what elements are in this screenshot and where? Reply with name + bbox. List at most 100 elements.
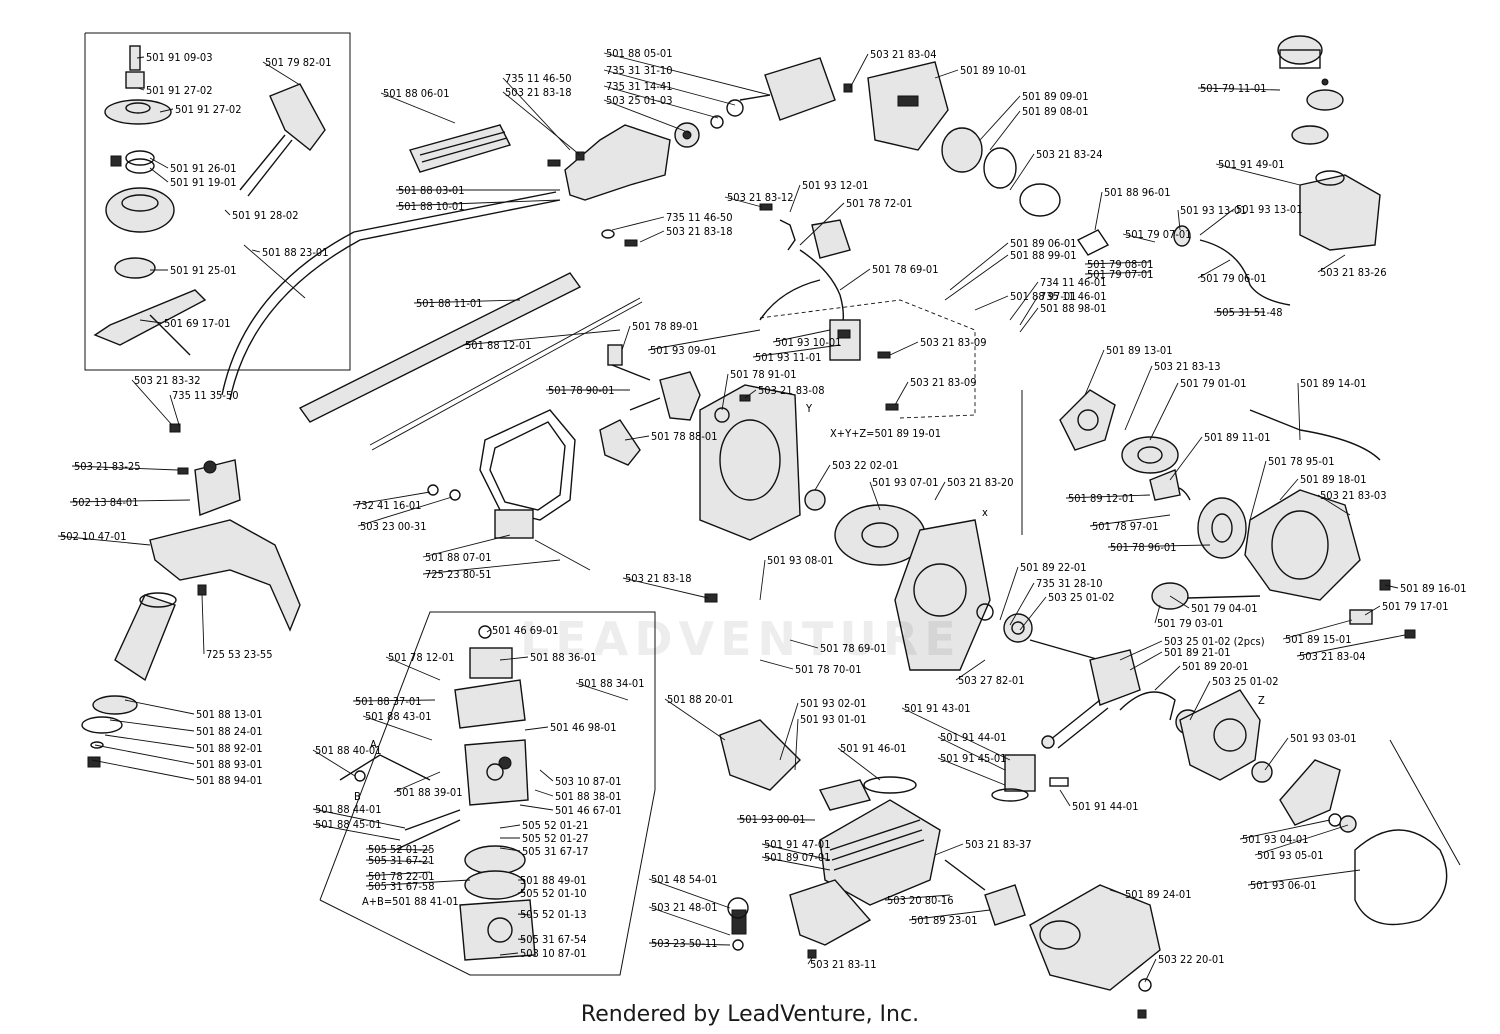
leader-line bbox=[136, 56, 145, 59]
part-label: 505 31 67-54 bbox=[520, 933, 587, 946]
part-label: 501 93 03-01 bbox=[1290, 732, 1357, 745]
leader-line bbox=[1296, 634, 1406, 657]
spool-cover-part bbox=[104, 99, 172, 125]
leader-line bbox=[955, 659, 986, 681]
crankcase-half-part bbox=[1179, 689, 1261, 781]
part-label: 735 11 46-01 bbox=[1040, 290, 1107, 303]
part-label: 501 46 69-01 bbox=[492, 624, 559, 637]
leader-line bbox=[1317, 254, 1346, 273]
leader-line bbox=[1154, 604, 1161, 624]
leader-line bbox=[1089, 514, 1171, 527]
part-label: 501 93 00-01 bbox=[739, 813, 806, 826]
leader-line bbox=[149, 167, 169, 183]
leader-line bbox=[1144, 958, 1157, 983]
leader-line bbox=[262, 61, 301, 86]
leader-line bbox=[137, 87, 145, 91]
intake-manifold-part bbox=[719, 719, 801, 791]
part-label: 501 93 09-01 bbox=[650, 344, 717, 357]
starter-spring-part bbox=[1121, 436, 1179, 474]
crankshaft-parts bbox=[1029, 639, 1448, 926]
leader-line bbox=[648, 942, 731, 946]
part-label: 501 79 11-01 bbox=[1200, 82, 1267, 95]
leader-line bbox=[1384, 584, 1399, 589]
leader-line bbox=[365, 859, 431, 863]
part-label: 503 21 83-18 bbox=[625, 572, 692, 585]
muffler-part bbox=[1029, 884, 1161, 991]
leader-line bbox=[1197, 259, 1231, 279]
leader-line bbox=[934, 843, 964, 856]
gear-head-part bbox=[194, 459, 241, 516]
leader-line bbox=[1084, 271, 1151, 275]
part-label: 503 21 83-25 bbox=[74, 460, 141, 473]
air-filter-parts bbox=[867, 61, 1110, 256]
leader-line bbox=[624, 435, 650, 441]
part-label: 505 31 51-48 bbox=[1216, 306, 1283, 319]
frame-trimmer-head-inset bbox=[84, 32, 351, 371]
part-label: 501 88 13-01 bbox=[196, 708, 263, 721]
part-label: 501 93 05-01 bbox=[1257, 849, 1324, 862]
part-label: 501 46 98-01 bbox=[550, 721, 617, 734]
part-label: 501 89 22-01 bbox=[1020, 561, 1087, 574]
trimmer-head-parts bbox=[93, 45, 326, 356]
part-label: 501 78 97-01 bbox=[1092, 520, 1159, 533]
leader-line bbox=[1094, 191, 1103, 231]
part-label: 503 21 83-12 bbox=[727, 191, 794, 204]
part-label: 501 89 06-01 bbox=[1010, 237, 1077, 250]
part-label: 501 93 10-01 bbox=[775, 336, 842, 349]
part-label: 501 91 45-01 bbox=[940, 752, 1007, 765]
leader-line bbox=[1154, 665, 1181, 691]
leader-line bbox=[759, 559, 766, 601]
part-label: 501 89 14-01 bbox=[1300, 377, 1367, 390]
leader-line bbox=[1124, 365, 1153, 431]
carburetor-cover-part bbox=[469, 647, 513, 679]
part-label: 501 78 72-01 bbox=[846, 197, 913, 210]
leader-line bbox=[109, 719, 195, 732]
trimmer-guard-parts bbox=[81, 459, 301, 768]
leader-line bbox=[1215, 163, 1301, 186]
leader-line bbox=[124, 699, 195, 715]
part-label: 501 91 28-02 bbox=[232, 209, 299, 222]
part-label: 501 91 26-01 bbox=[170, 162, 237, 175]
part-label: 501 78 22-01 bbox=[368, 870, 435, 883]
part-label: 503 21 83-11 bbox=[810, 958, 877, 971]
part-label: 501 91 49-01 bbox=[1218, 158, 1285, 171]
part-label: 501 89 07-01 bbox=[764, 851, 831, 864]
part-label: 501 88 93-01 bbox=[196, 758, 263, 771]
starter-pawl-part bbox=[1059, 389, 1116, 451]
leader-line bbox=[169, 394, 181, 429]
leader-line bbox=[937, 736, 1006, 771]
leader-line bbox=[1019, 596, 1047, 631]
clutch-drum-part bbox=[764, 57, 836, 121]
leader-line bbox=[1249, 460, 1267, 521]
part-label: 505 52 01-10 bbox=[520, 887, 587, 900]
part-label: 501 88 92-01 bbox=[196, 742, 263, 755]
part-label: 501 93 01-01 bbox=[800, 713, 867, 726]
leader-line bbox=[1189, 680, 1211, 721]
part-label: 503 10 87-01 bbox=[520, 947, 587, 960]
leader-line bbox=[789, 184, 801, 213]
part-label: 501 88 11-01 bbox=[416, 297, 483, 310]
part-label: 503 21 83-26 bbox=[1320, 266, 1387, 279]
starter-rope-pulley-part bbox=[1197, 497, 1247, 559]
leader-line bbox=[639, 230, 665, 243]
leader-line bbox=[139, 319, 163, 324]
part-label: 502 13 84-01 bbox=[72, 496, 139, 509]
clutch-shoe-parts bbox=[599, 344, 730, 466]
part-label: A bbox=[370, 738, 377, 751]
part-label: 501 89 24-01 bbox=[1125, 888, 1192, 901]
part-label: 503 21 83-08 bbox=[758, 384, 825, 397]
leader-line bbox=[1107, 544, 1211, 548]
leader-line bbox=[1149, 382, 1179, 441]
part-label: 502 10 47-01 bbox=[60, 530, 127, 543]
leader-line bbox=[1009, 582, 1035, 626]
part-label: 503 23 50-11 bbox=[651, 937, 718, 950]
leader-line bbox=[1282, 619, 1353, 640]
part-label: 501 79 08-01 bbox=[1087, 258, 1154, 271]
part-label: 501 88 06-01 bbox=[383, 87, 450, 100]
part-label: 725 23 80-51 bbox=[425, 568, 492, 581]
part-label: Y bbox=[805, 402, 813, 415]
leader-line bbox=[357, 496, 453, 527]
fuel-tank-parts bbox=[1173, 35, 1381, 306]
part-label: 501 93 07-01 bbox=[872, 476, 939, 489]
starter-pulley-part bbox=[1279, 759, 1341, 826]
